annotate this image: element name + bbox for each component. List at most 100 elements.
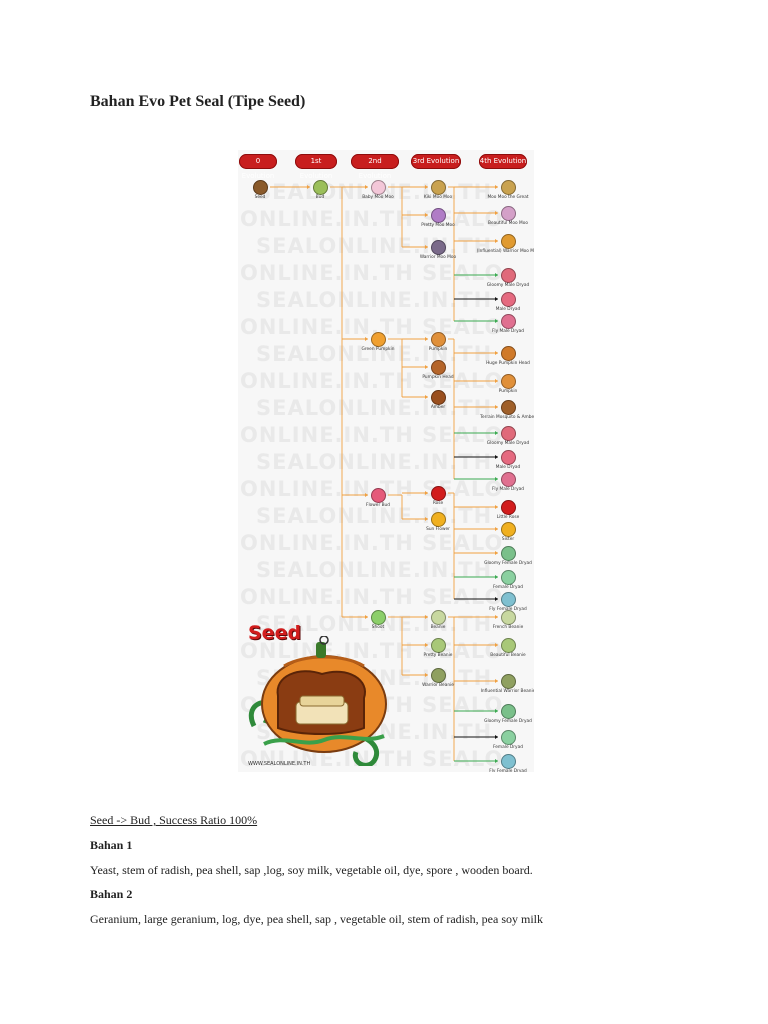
gen4-pet-node: Fly Male Dryad xyxy=(469,314,534,335)
pet-name-label: Gloomy Male Dryad xyxy=(469,442,534,447)
gen3-pet-node: Pretty Moo Moo xyxy=(399,208,477,229)
pet-sprite-icon xyxy=(501,610,516,625)
pet-name-label: Little Rose xyxy=(469,516,534,521)
gen3-pet-node: Pumpkin Head xyxy=(399,360,477,381)
gen3-pet-node: Rose xyxy=(399,486,477,507)
pet-sprite-icon xyxy=(253,180,268,195)
pet-name-label: Fly Male Dryad xyxy=(469,488,534,493)
pet-sprite-icon xyxy=(431,390,446,405)
pet-sprite-icon xyxy=(501,638,516,653)
pumpkin-house-illustration xyxy=(244,636,394,766)
gen4-pet-node: Sister xyxy=(469,522,534,543)
pet-sprite-icon xyxy=(501,754,516,769)
evolution-chart-image: SEALONLINE.IN.THONLINE.IN.TH SEALOSEALON… xyxy=(238,150,534,772)
evolution-header-3: 3rd Evolution xyxy=(411,154,461,169)
gen4-pet-node: Gloomy Female Dryad xyxy=(469,704,534,725)
pet-name-label: (Influential) Warrior Moo Moo xyxy=(469,250,534,255)
pet-sprite-icon xyxy=(501,674,516,689)
gen4-pet-node: Influential Warrior Beanie xyxy=(469,674,534,695)
evolution-header-2: 2nd Evolution xyxy=(351,154,399,169)
pet-sprite-icon xyxy=(431,332,446,347)
pet-name-label: Rose xyxy=(399,502,477,507)
pet-sprite-icon xyxy=(501,400,516,415)
bahan1-text: Yeast, stem of radish, pea shell, sap ,l… xyxy=(90,863,533,878)
pet-sprite-icon xyxy=(501,234,516,249)
pet-name-label: Amber xyxy=(399,406,477,411)
pet-name-label: Sister xyxy=(469,538,534,543)
gen3-pet-node: Warrior Moo Moo xyxy=(399,240,477,261)
pet-name-label: Male Dryad xyxy=(469,308,534,313)
pet-sprite-icon xyxy=(371,180,386,195)
pet-name-label: Kiki Moo Moo xyxy=(399,196,477,201)
gen3-pet-node: Warrior Beanie xyxy=(399,668,477,689)
gen4-pet-node: Gloomy Female Dryad xyxy=(469,546,534,567)
pet-name-label: Pumpkin xyxy=(469,390,534,395)
pet-sprite-icon xyxy=(501,346,516,361)
pet-sprite-icon xyxy=(431,638,446,653)
evolution-header-4: 4th Evolution xyxy=(479,154,527,169)
pet-name-label: Female Dryad xyxy=(469,586,534,591)
gen4-pet-node: Female Dryad xyxy=(469,730,534,751)
pet-sprite-icon xyxy=(431,180,446,195)
bahan2-text: Geranium, large geranium, log, dye, pea … xyxy=(90,912,543,927)
pet-name-label: Pumpkin Head xyxy=(399,376,477,381)
pet-sprite-icon xyxy=(313,180,328,195)
pet-name-label: French Beanie xyxy=(469,626,534,631)
gen3-pet-node: Sun Flower xyxy=(399,512,477,533)
pet-sprite-icon xyxy=(431,486,446,501)
pet-sprite-icon xyxy=(501,374,516,389)
gen4-pet-node: (Influential) Warrior Moo Moo xyxy=(469,234,534,255)
bahan2-heading: Bahan 2 xyxy=(90,887,132,902)
pet-sprite-icon xyxy=(431,240,446,255)
page-title: Bahan Evo Pet Seal (Tipe Seed) xyxy=(90,93,305,111)
pet-name-label: Warrior Moo Moo xyxy=(399,256,477,261)
site-credit: WWW.SEALONLINE.IN.TH xyxy=(248,761,310,767)
gen3-pet-node: Amber xyxy=(399,390,477,411)
success-ratio-line: Seed -> Bud , Success Ratio 100% xyxy=(90,813,257,828)
gen4-pet-node: Fly Female Dryad xyxy=(469,754,534,772)
gen4-pet-node: Huge Pumpkin Head xyxy=(469,346,534,367)
gen3-pet-node: Pumpkin xyxy=(399,332,477,353)
gen3-pet-node: Pretty Beanie xyxy=(399,638,477,659)
pet-sprite-icon xyxy=(431,512,446,527)
pet-sprite-icon xyxy=(431,360,446,375)
pet-name-label: Gloomy Female Dryad xyxy=(469,720,534,725)
gen4-pet-node: Gloomy Male Dryad xyxy=(469,268,534,289)
gen4-pet-node: Beautiful Beanie xyxy=(469,638,534,659)
pet-sprite-icon xyxy=(501,268,516,283)
pet-name-label: Huge Pumpkin Head xyxy=(469,362,534,367)
pet-name-label: Pretty Beanie xyxy=(399,654,477,659)
pet-sprite-icon xyxy=(501,314,516,329)
bahan1-heading: Bahan 1 xyxy=(90,838,132,853)
pet-name-label: Male Dryad xyxy=(469,466,534,471)
pet-sprite-icon xyxy=(501,292,516,307)
pet-sprite-icon xyxy=(371,488,386,503)
pet-name-label: Gloomy Male Dryad xyxy=(469,284,534,289)
pet-name-label: Fly Male Dryad xyxy=(469,330,534,335)
gen4-pet-node: Gloomy Male Dryad xyxy=(469,426,534,447)
pet-sprite-icon xyxy=(501,206,516,221)
pet-sprite-icon xyxy=(501,592,516,607)
pet-name-label: Influential Warrior Beanie xyxy=(469,690,534,695)
pet-sprite-icon xyxy=(501,472,516,487)
pet-sprite-icon xyxy=(371,610,386,625)
pet-name-label: Beautiful Moo Moo xyxy=(469,222,534,227)
pet-sprite-icon xyxy=(501,546,516,561)
gen3-pet-node: Kiki Moo Moo xyxy=(399,180,477,201)
pet-name-label: Beautiful Beanie xyxy=(469,654,534,659)
pet-sprite-icon xyxy=(501,450,516,465)
pet-name-label: Pumpkin xyxy=(399,348,477,353)
pet-sprite-icon xyxy=(501,570,516,585)
evolution-header-1: 1st Evolution xyxy=(295,154,337,169)
gen4-pet-node: Terrain Mosquito & Amber xyxy=(469,400,534,421)
gen4-pet-node: Female Dryad xyxy=(469,570,534,591)
gen4-pet-node: Fly Male Dryad xyxy=(469,472,534,493)
gen4-pet-node: French Beanie xyxy=(469,610,534,631)
gen4-pet-node: Male Dryad xyxy=(469,450,534,471)
evolution-header-0: 0 Evolution xyxy=(239,154,277,169)
pet-name-label: Warrior Beanie xyxy=(399,684,477,689)
pet-sprite-icon xyxy=(431,208,446,223)
pet-name-label: Sun Flower xyxy=(399,528,477,533)
pet-sprite-icon xyxy=(501,180,516,195)
pet-sprite-icon xyxy=(501,500,516,515)
